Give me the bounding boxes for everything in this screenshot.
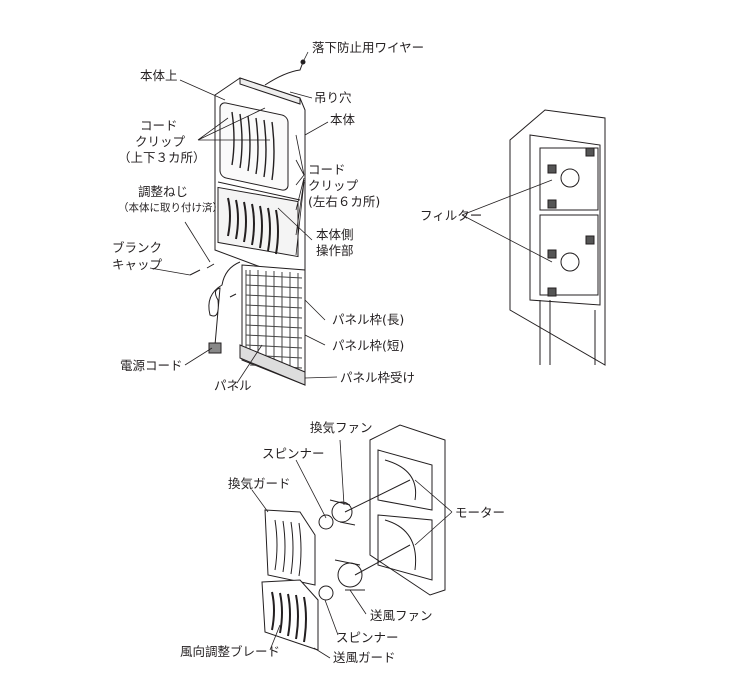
label-motor: モーター bbox=[455, 505, 506, 520]
exploded-unit-drawing bbox=[261, 424, 446, 651]
label-panel-frame-long: パネル枠(長) bbox=[332, 312, 405, 327]
label-vent-guard: 換気ガード bbox=[228, 476, 291, 491]
label-panel: パネル bbox=[214, 378, 252, 393]
label-blank-cap-1: ブランク bbox=[112, 240, 163, 255]
label-adjust-screw-note: （本体に取り付け済） bbox=[118, 202, 223, 214]
label-panel-frame-receiver: パネル枠受け bbox=[340, 370, 416, 385]
label-louver-blade: 風向調整ブレード bbox=[180, 644, 281, 659]
label-spinner-bottom: スピンナー bbox=[336, 630, 399, 645]
label-body-controls-1: 本体側 bbox=[316, 227, 354, 242]
label-body: 本体 bbox=[330, 112, 356, 127]
filter-unit-drawing bbox=[509, 109, 606, 366]
label-filter: フィルター bbox=[420, 208, 483, 223]
leader-lines bbox=[149, 51, 553, 659]
label-blower-guard: 送風ガード bbox=[333, 650, 396, 665]
label-power-cord: 電源コード bbox=[120, 358, 183, 373]
label-blower-fan: 送風ファン bbox=[370, 608, 433, 623]
label-cord-clip-lr-1: コード bbox=[308, 162, 346, 177]
label-cord-clip-tb-1: コード bbox=[140, 118, 178, 133]
label-cord-clip-tb-2: クリップ bbox=[135, 134, 186, 149]
label-blank-cap-2: キャップ bbox=[112, 257, 163, 272]
main-unit-drawing bbox=[214, 59, 306, 279]
label-vent-fan: 換気ファン bbox=[310, 420, 373, 435]
panel-drawing bbox=[189, 261, 306, 386]
label-adjust-screw: 調整ねじ bbox=[138, 184, 189, 199]
label-cord-clip-lr-2: クリップ bbox=[308, 178, 359, 193]
label-cord-clip-lr-3: (左右６カ所) bbox=[308, 194, 381, 209]
label-wire: 落下防止用ワイヤー bbox=[312, 40, 425, 55]
label-body-controls-2: 操作部 bbox=[316, 243, 354, 258]
label-spinner-top: スピンナー bbox=[262, 446, 325, 461]
label-cord-clip-tb-3: （上下３カ所） bbox=[118, 150, 206, 165]
label-hang-hole: 吊り穴 bbox=[314, 90, 352, 105]
label-panel-frame-short: パネル枠(短) bbox=[332, 338, 405, 353]
label-body-top: 本体上 bbox=[140, 68, 178, 83]
